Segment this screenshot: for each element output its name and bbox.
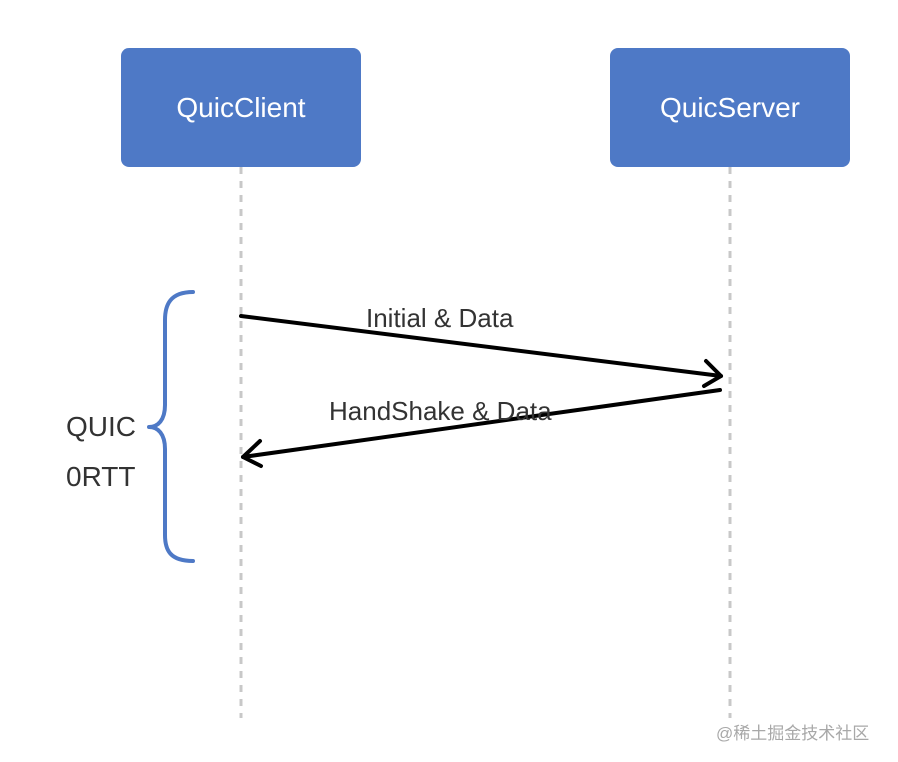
initial-data-arrow — [239, 314, 723, 388]
actor-quic-client: QuicClient — [121, 48, 361, 167]
watermark-text: @稀土掘金技术社区 — [716, 724, 870, 743]
actor-quic-server-label: QuicServer — [659, 91, 801, 123]
brace-label-0rtt: 0RTT — [66, 461, 136, 492]
message-handshake-data-label: HandShake & Data — [329, 396, 552, 426]
actor-quic-server: QuicServer — [610, 48, 850, 167]
brace-label-quic: QUIC — [66, 411, 136, 442]
curly-brace — [147, 290, 195, 563]
message-initial-data-label: Initial & Data — [366, 303, 514, 333]
handshake-data-arrow — [241, 388, 722, 468]
actor-quic-client-label: QuicClient — [176, 91, 306, 123]
